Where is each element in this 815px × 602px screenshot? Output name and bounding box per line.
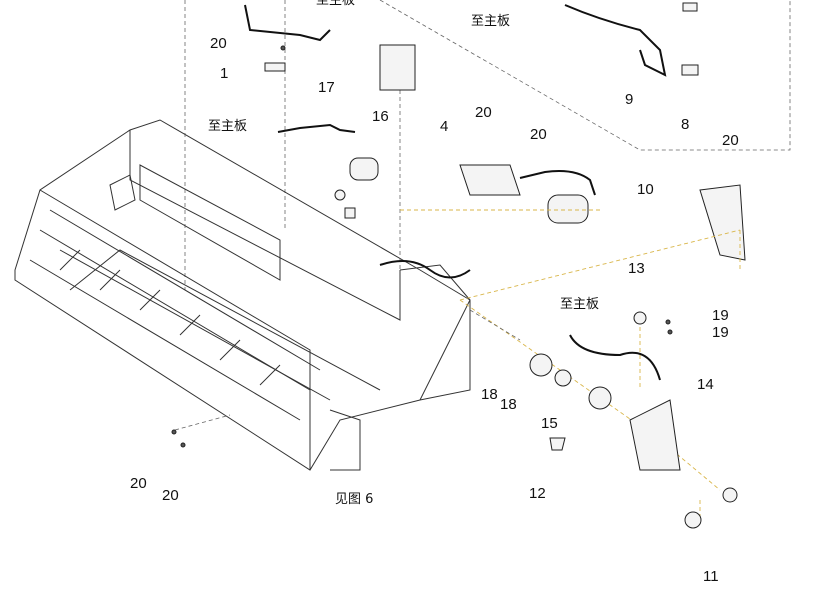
callout-11: 11 [703, 568, 719, 585]
motor-10 [547, 194, 589, 224]
gear-right [722, 487, 738, 503]
bracket-small [344, 207, 356, 219]
printer-frame-assembly [14, 119, 471, 471]
screw-20 [180, 442, 186, 448]
part-8 [681, 64, 699, 76]
cable-9 [564, 4, 667, 77]
callout-14: 14 [697, 376, 714, 393]
callout-8: 8 [681, 116, 689, 133]
callout-20: 20 [475, 104, 492, 121]
callout-13: 13 [628, 260, 645, 277]
side-bracket [699, 184, 746, 261]
gear-small-2 [554, 369, 572, 387]
cable-17 [277, 123, 356, 133]
to-mainboard-label: 至主板 [560, 297, 599, 312]
screw-20 [280, 45, 286, 51]
gear-housing [629, 399, 681, 471]
part-13 [633, 311, 647, 325]
callout-15: 15 [541, 415, 558, 432]
part-1 [264, 62, 286, 72]
to-mainboard-label: 至主板 [208, 119, 247, 134]
callout-16: 16 [372, 108, 389, 125]
callout-17: 17 [318, 79, 335, 96]
callout-20: 20 [722, 132, 739, 149]
callout-1: 1 [220, 65, 228, 82]
to-mainboard-label: 至主板 [316, 0, 355, 8]
callout-18: 18 [500, 396, 517, 413]
callout-9: 9 [625, 91, 633, 108]
guide-line [174, 309, 521, 431]
cable-14 [569, 334, 661, 381]
see-figure-label: 见图 6 [335, 492, 373, 507]
part-12 [549, 437, 566, 451]
callout-18: 18 [481, 386, 498, 403]
screw-20 [171, 429, 177, 435]
module-top [379, 44, 416, 91]
callout-20: 20 [530, 126, 547, 143]
cable-10 [519, 170, 596, 196]
gear-11 [684, 511, 702, 529]
gear-large [588, 386, 612, 410]
gear-small [334, 189, 346, 201]
callout-19: 19 [712, 307, 729, 324]
assembly-line [400, 209, 741, 301]
callout-20: 20 [210, 35, 227, 52]
callout-20: 20 [162, 487, 179, 504]
gear-15 [529, 353, 553, 377]
callout-12: 12 [529, 485, 546, 502]
callout-10: 10 [637, 181, 654, 198]
assembly-line [459, 299, 721, 520]
callout-20: 20 [130, 475, 147, 492]
subassembly-boundary [379, 0, 791, 151]
part-top-right [682, 2, 698, 12]
callout-4: 4 [440, 118, 448, 135]
screw-19 [665, 319, 671, 325]
cable-top [244, 4, 331, 42]
motor-16 [349, 157, 379, 181]
to-mainboard-label: 至主板 [471, 14, 510, 29]
screw-19 [667, 329, 673, 335]
board-4 [459, 164, 521, 196]
callout-19: 19 [712, 324, 729, 341]
